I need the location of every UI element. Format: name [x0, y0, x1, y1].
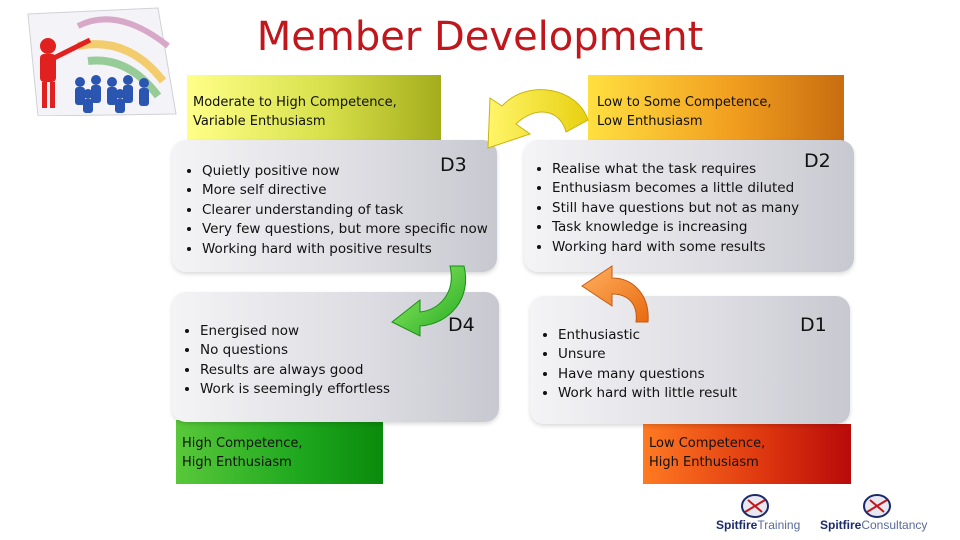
list-item: Results are always good	[200, 361, 460, 380]
d1-label-line2: High Enthusiasm	[649, 455, 759, 470]
d4-label-line2: High Enthusiasm	[182, 455, 292, 470]
list-item: Realise what the task requires	[552, 160, 852, 179]
d2-label-line2: Low Enthusiasm	[597, 114, 703, 129]
list-item: Unsure	[558, 345, 818, 364]
d1-label: Low Competence, High Enthusiasm	[643, 424, 851, 484]
leadership-illustration	[27, 7, 177, 116]
d2-list: Realise what the task requires Enthusias…	[526, 160, 852, 257]
list-item: Clearer understanding of task	[202, 201, 517, 220]
spitfire-logo-icon	[741, 494, 769, 518]
list-item: Working hard with some results	[552, 238, 852, 257]
list-item: More self directive	[202, 181, 517, 200]
list-item: Task knowledge is increasing	[552, 218, 852, 237]
list-item: Enthusiastic	[558, 326, 818, 345]
list-item: Working hard with positive results	[202, 240, 517, 259]
d1-card: D1 Enthusiastic Unsure Have many questio…	[530, 296, 850, 424]
spitfire-training-logo: SpitfireTraining	[706, 494, 806, 534]
list-item: Enthusiasm becomes a little diluted	[552, 179, 852, 198]
spitfire-logo-icon	[863, 494, 891, 518]
d3-card: D3 Quietly positive now More self direct…	[172, 140, 497, 272]
list-item: Have many questions	[558, 365, 818, 384]
d4-tag: D4	[448, 314, 475, 336]
logo2-text-a: Spitfire	[820, 518, 862, 532]
d3-tag: D3	[440, 154, 467, 176]
d2-card: D2 Realise what the task requires Enthus…	[524, 140, 854, 272]
d1-tag: D1	[800, 314, 827, 336]
logo1-text-a: Spitfire	[716, 518, 758, 532]
d4-list: Energised now No questions Results are a…	[174, 322, 460, 400]
list-item: Still have questions but not as many	[552, 199, 852, 218]
d2-label: Low to Some Competence, Low Enthusiasm	[588, 75, 844, 147]
logo2-text-b: Consultancy	[861, 518, 928, 532]
d3-label-line2: Variable Enthusiasm	[193, 114, 326, 129]
logo1-text-b: Training	[757, 518, 801, 532]
list-item: Work hard with little result	[558, 384, 818, 403]
list-item: Very few questions, but more specific no…	[202, 220, 517, 239]
d3-label: Moderate to High Competence, Variable En…	[187, 75, 441, 145]
d2-label-line1: Low to Some Competence,	[597, 95, 772, 110]
list-item: Work is seemingly effortless	[200, 380, 460, 399]
d3-list: Quietly positive now More self directive…	[176, 162, 517, 259]
d3-label-line1: Moderate to High Competence,	[193, 95, 397, 110]
d1-label-line1: Low Competence,	[649, 436, 766, 451]
curved-arrow-icon	[581, 265, 649, 323]
d4-label: High Competence, High Enthusiasm	[176, 420, 383, 484]
d2-tag: D2	[804, 150, 831, 172]
list-item: No questions	[200, 341, 460, 360]
page-title: Member Development	[256, 14, 704, 60]
list-item: Quietly positive now	[202, 162, 517, 181]
d4-label-line1: High Competence,	[182, 436, 303, 451]
list-item: Energised now	[200, 322, 460, 341]
d1-list: Enthusiastic Unsure Have many questions …	[532, 326, 818, 404]
spitfire-consultancy-logo: SpitfireConsultancy	[818, 494, 948, 534]
curved-arrow-icon	[391, 265, 467, 337]
curved-arrow-icon	[487, 89, 589, 149]
